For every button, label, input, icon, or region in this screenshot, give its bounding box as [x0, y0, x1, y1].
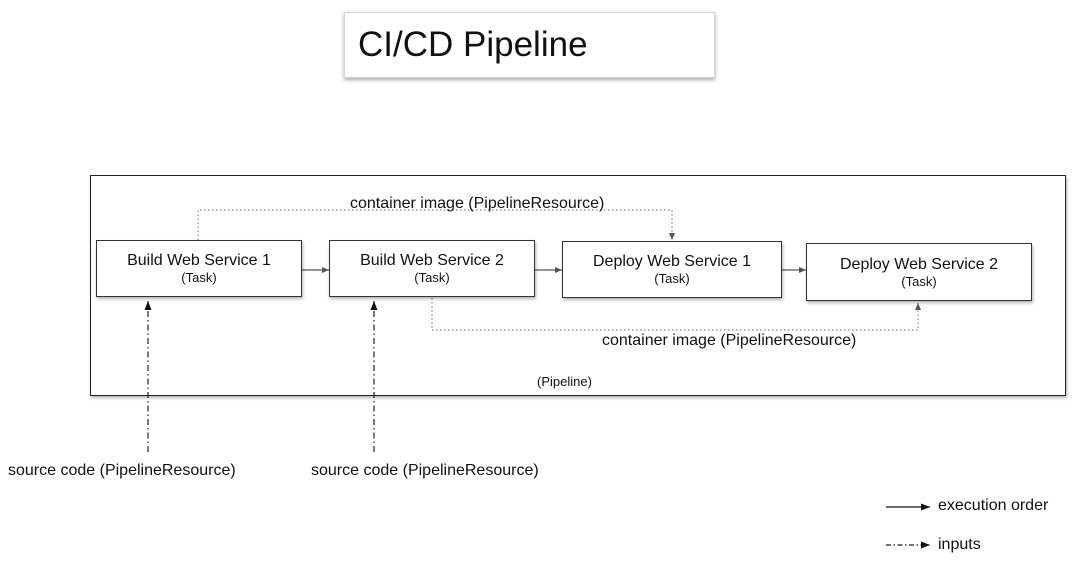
task-kind: (Task)	[654, 271, 690, 286]
page-title: CI/CD Pipeline	[358, 25, 588, 64]
task-deploy-web-service-2: Deploy Web Service 2 (Task)	[806, 243, 1032, 301]
container-image-bottom-label: container image (PipelineResource)	[602, 332, 857, 349]
task-deploy-web-service-1: Deploy Web Service 1 (Task)	[562, 241, 782, 298]
task-build-web-service-1: Build Web Service 1 (Task)	[96, 240, 302, 297]
task-name: Build Web Service 1	[127, 252, 271, 269]
legend-execution-order-label: execution order	[938, 497, 1049, 514]
task-name: Deploy Web Service 2	[840, 255, 998, 273]
task-kind: (Task)	[181, 270, 217, 285]
task-kind: (Task)	[901, 273, 937, 289]
task-kind: (Task)	[414, 270, 450, 285]
legend-inputs-label: inputs	[938, 536, 981, 553]
title-box: CI/CD Pipeline	[344, 12, 715, 78]
source-code-label-1: source code (PipelineResource)	[8, 462, 236, 479]
task-name: Build Web Service 2	[360, 252, 504, 269]
task-build-web-service-2: Build Web Service 2 (Task)	[329, 240, 535, 297]
pipeline-label: (Pipeline)	[537, 374, 592, 389]
pipeline-container	[90, 175, 1066, 396]
task-name: Deploy Web Service 1	[593, 253, 751, 270]
container-image-top-flow	[197, 209, 675, 240]
container-image-bottom-flow	[431, 298, 921, 331]
source-code-label-2: source code (PipelineResource)	[311, 462, 539, 479]
container-image-top-label: container image (PipelineResource)	[350, 195, 605, 212]
